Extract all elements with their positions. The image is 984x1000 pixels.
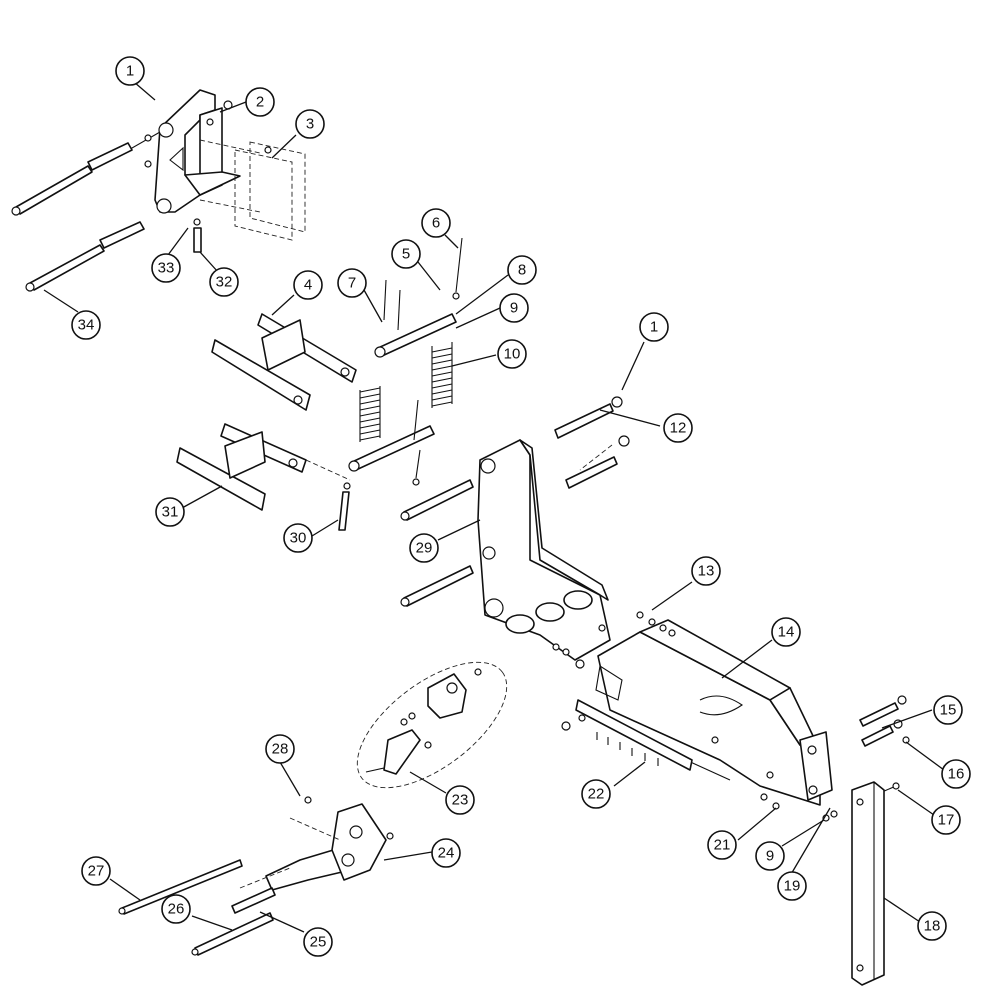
callout-2: 2: [245, 87, 275, 117]
callout-25: 25: [303, 927, 333, 957]
callout-7: 7: [337, 268, 367, 298]
callout-1a: 1: [115, 56, 145, 86]
svg-text:19: 19: [784, 878, 801, 895]
callout-8: 8: [507, 255, 537, 285]
svg-text:15: 15: [940, 702, 957, 719]
spring-rod-assembly: [338, 237, 463, 531]
callout-23: 23: [445, 785, 475, 815]
callout-16: 16: [941, 759, 971, 789]
svg-text:1: 1: [126, 63, 134, 80]
svg-text:23: 23: [452, 792, 469, 809]
svg-text:34: 34: [78, 317, 95, 334]
bracket-plate: [199, 139, 306, 241]
svg-text:29: 29: [416, 540, 433, 557]
svg-text:14: 14: [778, 624, 795, 641]
svg-text:21: 21: [714, 837, 731, 854]
svg-text:4: 4: [304, 277, 312, 294]
callout-15: 15: [933, 695, 963, 725]
svg-text:8: 8: [518, 262, 526, 279]
callout-1b: 1: [639, 312, 669, 342]
callout-9b: 9: [755, 841, 785, 871]
svg-text:22: 22: [588, 786, 605, 803]
callout-19: 19: [777, 871, 807, 901]
svg-text:3: 3: [306, 116, 314, 133]
main-beam: [575, 619, 833, 806]
svg-text:27: 27: [88, 863, 105, 880]
svg-text:9: 9: [766, 848, 774, 865]
svg-text:2: 2: [256, 94, 264, 111]
callout-17: 17: [931, 805, 961, 835]
svg-text:33: 33: [158, 260, 175, 277]
callout-12: 12: [663, 413, 693, 443]
callout-34: 34: [71, 310, 101, 340]
svg-text:10: 10: [504, 346, 521, 363]
callout-18: 18: [917, 911, 947, 941]
svg-text:13: 13: [698, 563, 715, 580]
svg-text:18: 18: [924, 918, 941, 935]
svg-text:9: 9: [510, 300, 518, 317]
callout-32: 32: [209, 267, 239, 297]
callout-14: 14: [771, 617, 801, 647]
svg-text:25: 25: [310, 934, 327, 951]
callout-21: 21: [707, 830, 737, 860]
callout-33: 33: [151, 253, 181, 283]
svg-text:24: 24: [438, 845, 455, 862]
lower-arm: [176, 423, 351, 511]
callout-27: 27: [81, 856, 111, 886]
svg-text:1: 1: [650, 319, 658, 336]
callout-28: 28: [265, 734, 295, 764]
svg-text:5: 5: [402, 246, 410, 263]
callout-13: 13: [691, 556, 721, 586]
callout-24: 24: [431, 838, 461, 868]
svg-text:30: 30: [290, 530, 307, 547]
svg-text:31: 31: [162, 504, 179, 521]
svg-text:12: 12: [670, 420, 687, 437]
callout-6: 6: [421, 208, 451, 238]
callout-30: 30: [283, 523, 313, 553]
upper-arm: [211, 313, 357, 411]
beam-fasteners: [561, 611, 910, 822]
upright-bolts: [400, 396, 630, 607]
callout-10: 10: [497, 339, 527, 369]
main-upright: [477, 439, 611, 661]
closing-arm: [118, 796, 394, 956]
svg-text:26: 26: [168, 901, 185, 918]
callout-9a: 9: [499, 293, 529, 323]
svg-text:7: 7: [348, 275, 356, 292]
callout-31: 31: [155, 497, 185, 527]
callout-4: 4: [293, 270, 323, 300]
callout-5: 5: [391, 239, 421, 269]
callout-26: 26: [161, 894, 191, 924]
svg-text:28: 28: [272, 741, 289, 758]
callout-3: 3: [295, 109, 325, 139]
svg-text:16: 16: [948, 766, 965, 783]
leader-lines: [43, 81, 945, 933]
svg-text:17: 17: [938, 812, 955, 829]
strap: [851, 781, 885, 986]
mounting-bracket: [154, 89, 241, 214]
seed-tube-group: [356, 661, 508, 789]
svg-text:6: 6: [432, 215, 440, 232]
bracket-bolts: [11, 100, 272, 292]
callout-22: 22: [581, 779, 611, 809]
svg-text:32: 32: [216, 274, 233, 291]
callout-29: 29: [409, 533, 439, 563]
